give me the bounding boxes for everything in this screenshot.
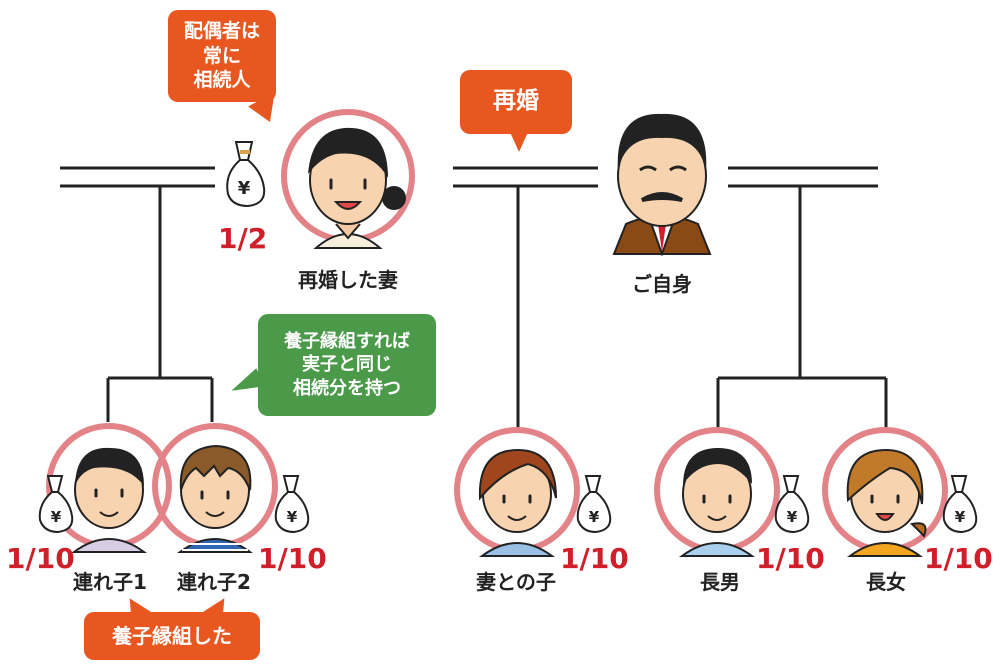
money-bag-icon: ¥ bbox=[226, 141, 266, 208]
stepchild-1-avatar bbox=[46, 423, 172, 553]
svg-text:¥: ¥ bbox=[238, 178, 251, 199]
money-bag-icon: ¥ bbox=[774, 475, 810, 534]
money-bag-icon: ¥ bbox=[942, 475, 978, 534]
stepchild-1-share: 1/10 bbox=[6, 542, 75, 575]
stepchild-2-avatar bbox=[152, 423, 278, 553]
wife-name: 再婚した妻 bbox=[298, 268, 398, 292]
svg-text:¥: ¥ bbox=[787, 508, 798, 526]
joint-child-avatar bbox=[454, 427, 580, 557]
stepchild-2-share: 1/10 bbox=[258, 542, 327, 575]
joint-child-name: 妻との子 bbox=[476, 570, 556, 594]
svg-text:¥: ¥ bbox=[287, 508, 298, 526]
eldest-daughter-name: 長女 bbox=[866, 570, 906, 594]
adoption-effect-bubble: 養子縁組すれば 実子と同じ 相続分を持つ bbox=[258, 314, 436, 416]
eldest-daughter-share: 1/10 bbox=[924, 542, 993, 575]
money-bag-icon: ¥ bbox=[576, 475, 612, 534]
stepchild-2-name: 連れ子2 bbox=[177, 570, 251, 594]
stepchild-1-name: 連れ子1 bbox=[73, 570, 147, 594]
wife-share: 1/2 bbox=[218, 222, 268, 255]
eldest-son-share: 1/10 bbox=[756, 542, 825, 575]
svg-text:¥: ¥ bbox=[955, 508, 966, 526]
remarriage-bubble: 再婚 bbox=[460, 70, 572, 134]
svg-text:¥: ¥ bbox=[51, 508, 62, 526]
spouse-always-heir-bubble: 配偶者は 常に 相続人 bbox=[168, 10, 276, 102]
eldest-son-name: 長男 bbox=[700, 570, 740, 594]
adopted-bubble: 養子縁組した bbox=[84, 612, 260, 660]
self-avatar bbox=[612, 113, 712, 256]
eldest-son-avatar bbox=[654, 427, 780, 557]
money-bag-icon: ¥ bbox=[38, 475, 74, 534]
wife-avatar bbox=[281, 109, 415, 249]
self-name: ご自身 bbox=[632, 272, 692, 296]
bubble-tail bbox=[510, 132, 528, 152]
eldest-daughter-avatar bbox=[822, 427, 948, 557]
svg-text:¥: ¥ bbox=[589, 508, 600, 526]
joint-child-share: 1/10 bbox=[560, 542, 629, 575]
money-bag-icon: ¥ bbox=[274, 475, 310, 534]
